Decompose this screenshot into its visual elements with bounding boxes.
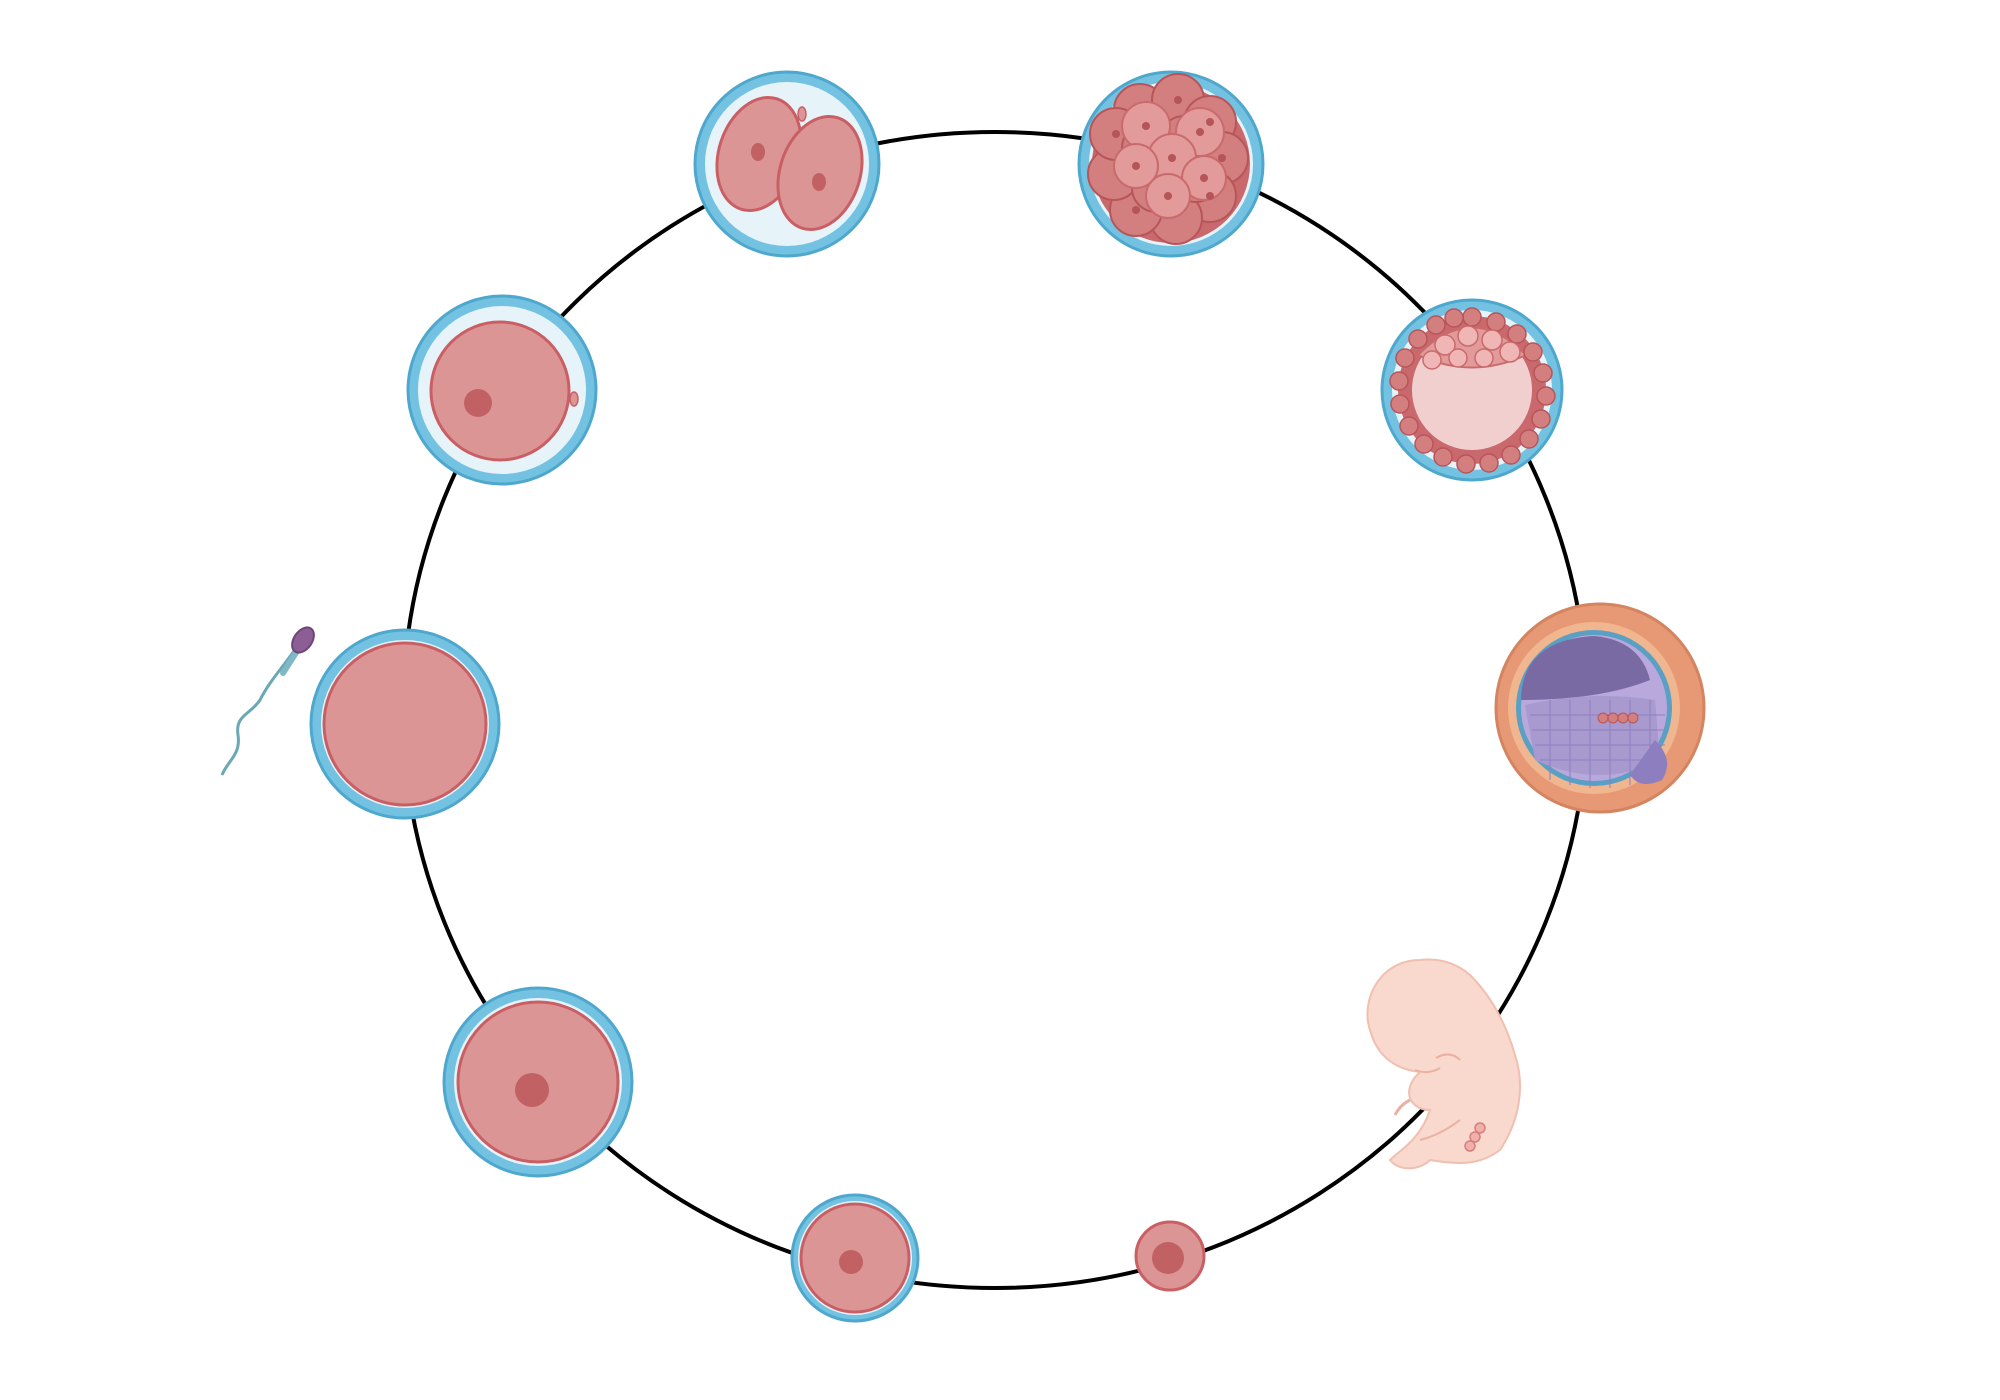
- stage-implantation: [1494, 602, 1706, 814]
- stage-mature-oocyte: [442, 986, 634, 1178]
- stage-primary-oocyte: [790, 1193, 920, 1323]
- stage-fetus: [1366, 958, 1521, 1170]
- stage-germ-cell: [1134, 1220, 1206, 1292]
- stage-two-cell: [693, 70, 881, 258]
- stage-egg-and-sperm: [309, 628, 501, 820]
- stage-blastocyst: [1380, 298, 1564, 482]
- stage-morula: [1077, 70, 1265, 258]
- sperm-icon: [220, 626, 315, 776]
- stage-zygote: [406, 294, 598, 486]
